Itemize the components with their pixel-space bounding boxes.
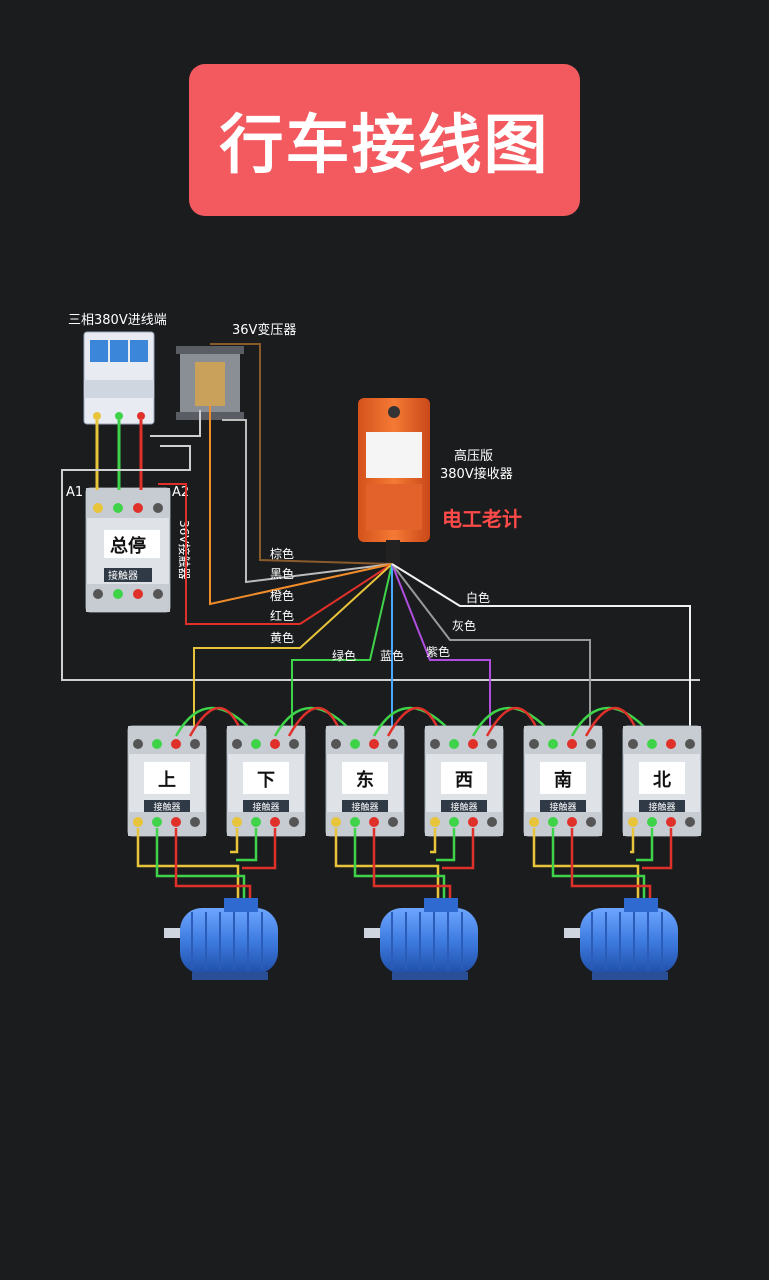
contactor-name: 上	[158, 770, 176, 791]
contactor-tag: 接触器	[549, 801, 576, 813]
coil-wire-red	[158, 483, 300, 625]
wire-label-brown: 棕色	[270, 546, 294, 561]
wire-label-yellow: 黄色	[270, 631, 294, 645]
contactor-tag: 接触器	[351, 801, 378, 813]
common-return-wire	[61, 445, 700, 681]
receiver-label-1: 高压版	[454, 448, 493, 464]
motor-3	[532, 828, 678, 980]
contactor-tag: 接触器	[252, 801, 279, 813]
contactor-name: 北	[653, 770, 671, 791]
contactor-tag: 接触器	[648, 801, 675, 813]
motor-2	[334, 828, 478, 980]
receiver-wires	[193, 343, 691, 730]
three-phase-breaker	[83, 331, 155, 425]
transformer-label: 36V变压器	[232, 322, 296, 338]
wire-label-red: 红色	[270, 608, 294, 623]
wire-label-orange: 橙色	[270, 588, 294, 603]
wire-label-green: 绿色	[332, 648, 356, 663]
main-contactor-name: 总停	[110, 535, 146, 557]
wire-label-blue: 蓝色	[380, 649, 404, 663]
watermark: 电工老计	[442, 507, 522, 531]
contactor-name: 东	[356, 769, 374, 791]
contactor-name: 西	[455, 770, 473, 791]
title-banner: 行车接线图	[189, 64, 580, 216]
receiver	[358, 398, 430, 564]
main-contactor	[85, 487, 171, 613]
wire-label-purple: 紫色	[426, 645, 450, 659]
receiver-label-2: 380V接收器	[440, 466, 513, 482]
contactor-name: 下	[257, 770, 275, 791]
wire-label-gray: 灰色	[452, 619, 476, 633]
contactor-tag: 接触器	[153, 801, 180, 813]
wire-label-white: 白色	[466, 590, 490, 605]
motor-1	[136, 828, 278, 980]
a2-label: A2	[172, 485, 189, 500]
page-title: 行车接线图	[219, 109, 550, 183]
transformer-feed-1	[150, 410, 201, 437]
wire-label-black: 黑色	[270, 567, 294, 581]
breaker-label: 三相380V进线端	[68, 313, 167, 328]
main-contactor-tag: 接触器	[108, 569, 138, 582]
contactor-name: 南	[554, 769, 572, 791]
motor-row	[136, 828, 678, 980]
a1-label: A1	[66, 485, 83, 500]
contactor-tag: 接触器	[450, 801, 477, 813]
side-36v-label: 36V接触器	[177, 520, 192, 579]
